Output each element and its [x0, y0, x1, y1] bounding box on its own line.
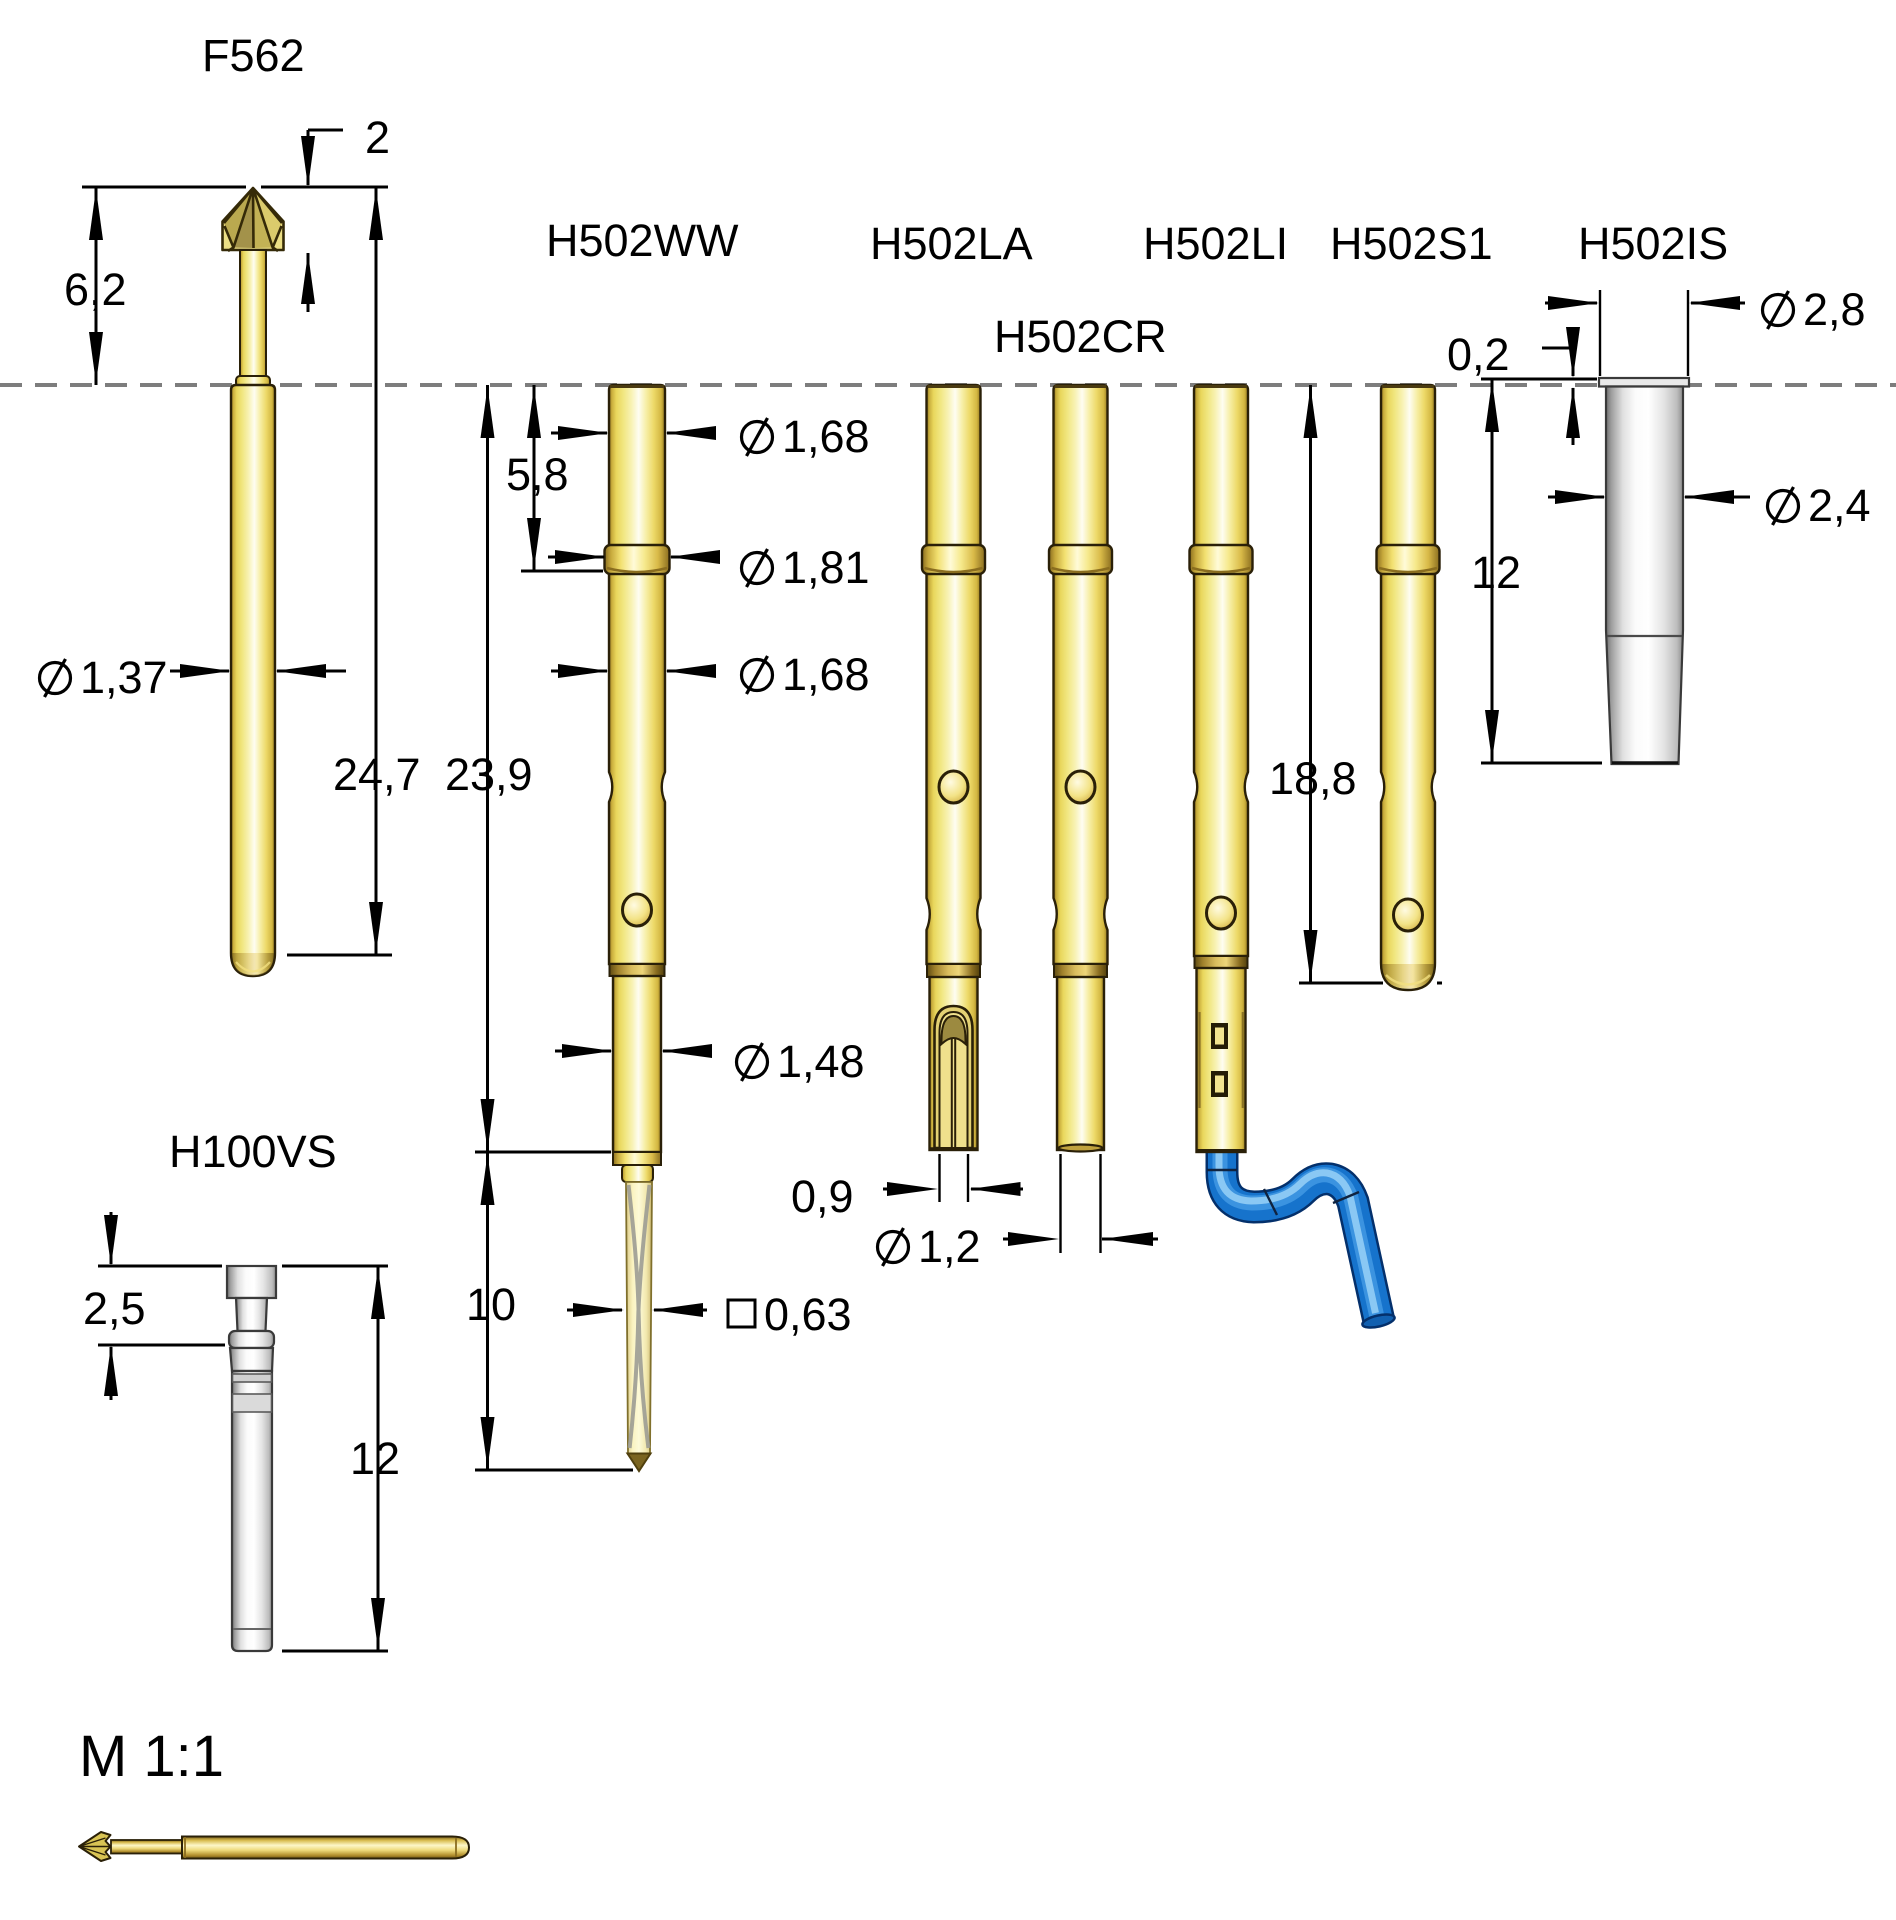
svg-text:24,7: 24,7 — [333, 749, 421, 800]
svg-text:2,4: 2,4 — [1808, 480, 1871, 531]
svg-text:H502CR: H502CR — [994, 311, 1167, 362]
svg-text:1,68: 1,68 — [782, 411, 870, 462]
svg-text:0,9: 0,9 — [791, 1171, 854, 1222]
svg-text:2,8: 2,8 — [1803, 284, 1866, 335]
svg-text:H502LA: H502LA — [870, 218, 1033, 269]
svg-text:H502IS: H502IS — [1578, 218, 1728, 269]
svg-text:H100VS: H100VS — [169, 1126, 337, 1177]
svg-text:1,37: 1,37 — [80, 652, 168, 703]
svg-text:10: 10 — [466, 1279, 516, 1330]
svg-text:1,81: 1,81 — [782, 542, 870, 593]
svg-text:H502WW: H502WW — [546, 215, 739, 266]
svg-text:H502LI: H502LI — [1143, 218, 1288, 269]
svg-text:F562: F562 — [202, 30, 305, 81]
svg-text:12: 12 — [1471, 547, 1521, 598]
svg-text:1,68: 1,68 — [782, 649, 870, 700]
svg-text:M 1:1: M 1:1 — [79, 1724, 224, 1789]
svg-text:0,63: 0,63 — [764, 1289, 852, 1340]
svg-text:18,8: 18,8 — [1269, 753, 1357, 804]
svg-text:1,48: 1,48 — [777, 1036, 865, 1087]
svg-text:2,5: 2,5 — [83, 1283, 146, 1334]
svg-text:23,9: 23,9 — [445, 749, 533, 800]
svg-text:0,2: 0,2 — [1447, 329, 1510, 380]
svg-text:H502S1: H502S1 — [1330, 218, 1493, 269]
svg-text:2: 2 — [365, 112, 390, 163]
svg-text:12: 12 — [350, 1433, 400, 1484]
svg-text:1,2: 1,2 — [918, 1221, 981, 1272]
svg-text:5,8: 5,8 — [506, 449, 569, 500]
svg-text:6,2: 6,2 — [64, 264, 127, 315]
